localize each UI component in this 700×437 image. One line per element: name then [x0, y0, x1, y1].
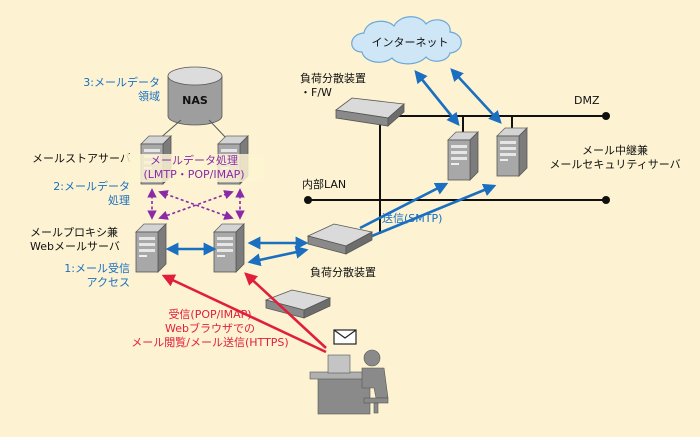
internet-label: インターネット	[371, 36, 449, 49]
envelope-icon	[333, 329, 357, 345]
recv-access-label: 受信(POP/IMAP) Webブラウザでの メール閲覧/メール送信(HTTPS…	[131, 308, 289, 349]
internet-relay-arrows	[414, 68, 502, 127]
proxy-lb-arrows	[165, 236, 309, 267]
mail-data-processing-label: メールデータ処理 (LMTP・POP/IMAP)	[124, 154, 264, 182]
relay-server-1	[447, 131, 479, 181]
cloud-icon	[351, 16, 462, 65]
switch-icon-internal	[306, 223, 374, 255]
dmz-label: DMZ	[574, 94, 600, 107]
step1-label: 1:メール受信 アクセス	[64, 262, 130, 289]
user-at-desk-icon	[309, 349, 389, 415]
relay-server-label: メール中継兼 メールセキュリティサーバ	[549, 144, 681, 171]
lb-fw-label: 負荷分散装置 ・F/W	[300, 72, 366, 99]
inner-lan-label: 内部LAN	[302, 178, 347, 191]
mail-data-area-label: 3:メールデータ 領域	[83, 76, 160, 103]
step2-label: 2:メールデータ 処理	[53, 180, 130, 207]
proxy-server-label: メールプロキシ兼 Webメールサーバ	[30, 226, 120, 253]
nas-label: NAS	[182, 94, 208, 107]
smtp-arrows	[359, 182, 497, 238]
client-access-arrows	[161, 272, 327, 354]
nas-icon	[167, 66, 223, 126]
switch-icon-fw	[334, 97, 405, 127]
proxy-server-2	[213, 223, 245, 273]
mail-store-server-label: メールストアサーバ	[32, 152, 131, 165]
relay-server-2	[496, 127, 528, 177]
mail-data-processing-arrows	[147, 188, 245, 220]
proxy-server-1	[135, 223, 167, 273]
lb-internal-label: 負荷分散装置	[310, 266, 376, 279]
send-smtp-label: 送信(SMTP)	[382, 212, 443, 225]
